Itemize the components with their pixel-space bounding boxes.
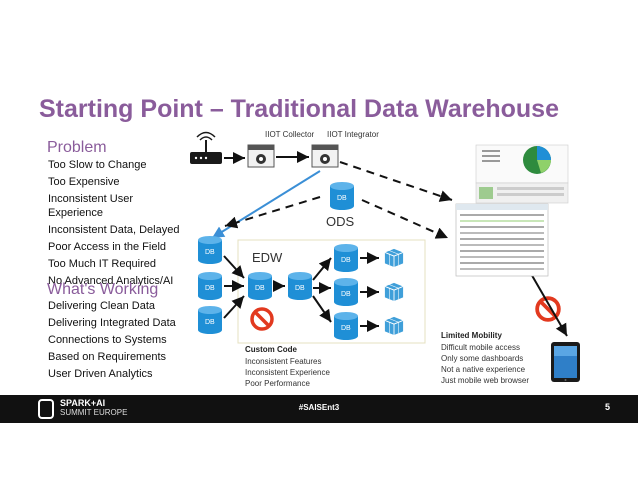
svg-text:DB: DB <box>337 195 347 202</box>
problem-item: Too Expensive <box>48 176 120 188</box>
slide-title: Starting Point – Traditional Data Wareho… <box>39 95 559 123</box>
working-item: User Driven Analytics <box>48 368 153 380</box>
working-item: Delivering Integrated Data <box>48 317 176 329</box>
working-item: Delivering Clean Data <box>48 300 155 312</box>
limited-mobility-title: Limited Mobility <box>441 331 502 340</box>
custom-code-line: Inconsistent Experience <box>245 368 330 377</box>
working-list: Delivering Clean Data Delivering Integra… <box>48 299 176 384</box>
limited-mobility-line: Just mobile web browser <box>441 376 529 385</box>
dashboard-screenshot-icon <box>455 144 569 277</box>
problem-list: Too Slow to Change Too Expensive Inconsi… <box>48 158 179 291</box>
problem-item: Too Slow to Change <box>48 159 147 171</box>
problem-item: Poor Access in the Field <box>48 241 167 253</box>
architecture-diagram: IIOT Collector IIOT Integrator DB ODS DB… <box>190 130 580 388</box>
svg-text:DB: DB <box>341 291 351 298</box>
limited-mobility-line: Difficult mobile access <box>441 343 520 352</box>
iiot-integrator-icon <box>311 144 339 168</box>
iiot-collector-icon <box>247 144 275 168</box>
working-item: Connections to Systems <box>48 334 167 346</box>
svg-text:DB: DB <box>205 319 215 326</box>
problem-item: Too Much IT Required <box>48 258 157 270</box>
svg-text:DB: DB <box>255 285 265 292</box>
hashtag: #SAISEnt3 <box>298 403 340 412</box>
tablet-icon <box>551 342 580 382</box>
edw-label: EDW <box>252 250 283 265</box>
working-heading: What's Working <box>47 281 159 298</box>
svg-text:DB: DB <box>341 257 351 264</box>
iiot-integrator-label: IIOT Integrator <box>327 130 379 139</box>
svg-text:DB: DB <box>341 325 351 332</box>
cube-icon <box>384 282 404 301</box>
cube-icon <box>384 316 404 335</box>
iiot-collector-label: IIOT Collector <box>265 130 315 139</box>
ods-label: ODS <box>326 214 355 229</box>
footer-bar: SPARK+AI SUMMIT EUROPE #SAISEnt3 5 <box>0 395 638 423</box>
custom-code-line: Inconsistent Features <box>245 357 321 366</box>
problem-heading: Problem <box>47 139 107 156</box>
router-icon <box>190 131 222 164</box>
logo-subtext: SUMMIT EUROPE <box>60 408 128 417</box>
problem-item: Inconsistent User <box>48 193 133 205</box>
prohibited-icon <box>250 307 274 331</box>
page-number: 5 <box>604 402 610 412</box>
problem-item: Inconsistent Data, Delayed <box>48 224 180 236</box>
limited-mobility-line: Only some dashboards <box>441 354 523 363</box>
custom-code-line: Poor Performance <box>245 379 310 388</box>
problem-item: Experience <box>48 207 104 219</box>
spark-ai-logo-icon <box>38 399 54 419</box>
problem-item: No Advanced Analytics/AI <box>48 275 174 287</box>
svg-text:DB: DB <box>205 285 215 292</box>
cube-icon <box>384 248 404 267</box>
svg-text:DB: DB <box>295 285 305 292</box>
logo-text: SPARK+AI <box>60 398 106 408</box>
svg-text:DB: DB <box>205 249 215 256</box>
working-item: Based on Requirements <box>48 351 167 363</box>
custom-code-title: Custom Code <box>245 345 298 354</box>
limited-mobility-line: Not a native experience <box>441 365 526 374</box>
